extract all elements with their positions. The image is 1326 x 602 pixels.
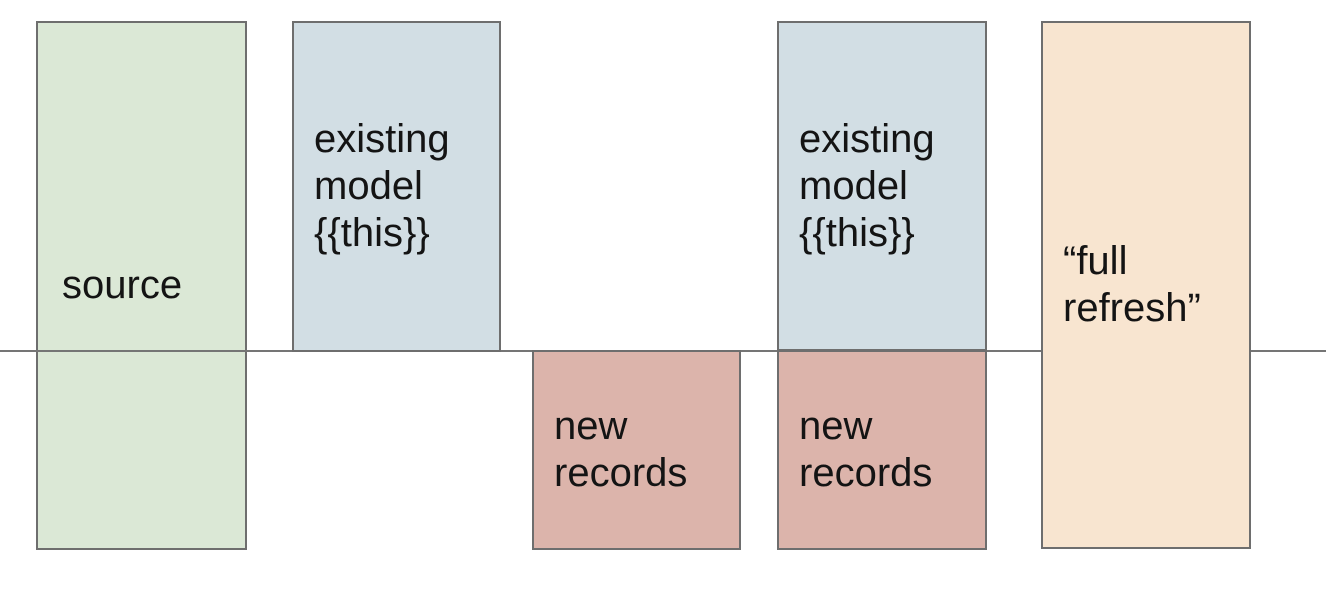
box-new-records-2: new records — [777, 350, 987, 550]
box-source-label: source — [62, 263, 183, 307]
box-existing-model-1: existing model {{this}} — [292, 21, 501, 352]
box-full-refresh-label: “full refresh” — [1063, 239, 1201, 330]
box-full-refresh: “full refresh” — [1041, 21, 1251, 549]
box-new-records-1: new records — [532, 350, 741, 550]
box-new-records-2-label: new records — [799, 404, 933, 495]
box-existing-model-1-label: existing model {{this}} — [314, 117, 450, 255]
box-new-records-1-label: new records — [554, 404, 688, 495]
box-source: source — [36, 21, 247, 550]
box-existing-model-2-label: existing model {{this}} — [799, 116, 935, 255]
box-existing-model-2: existing model {{this}} — [777, 21, 987, 351]
